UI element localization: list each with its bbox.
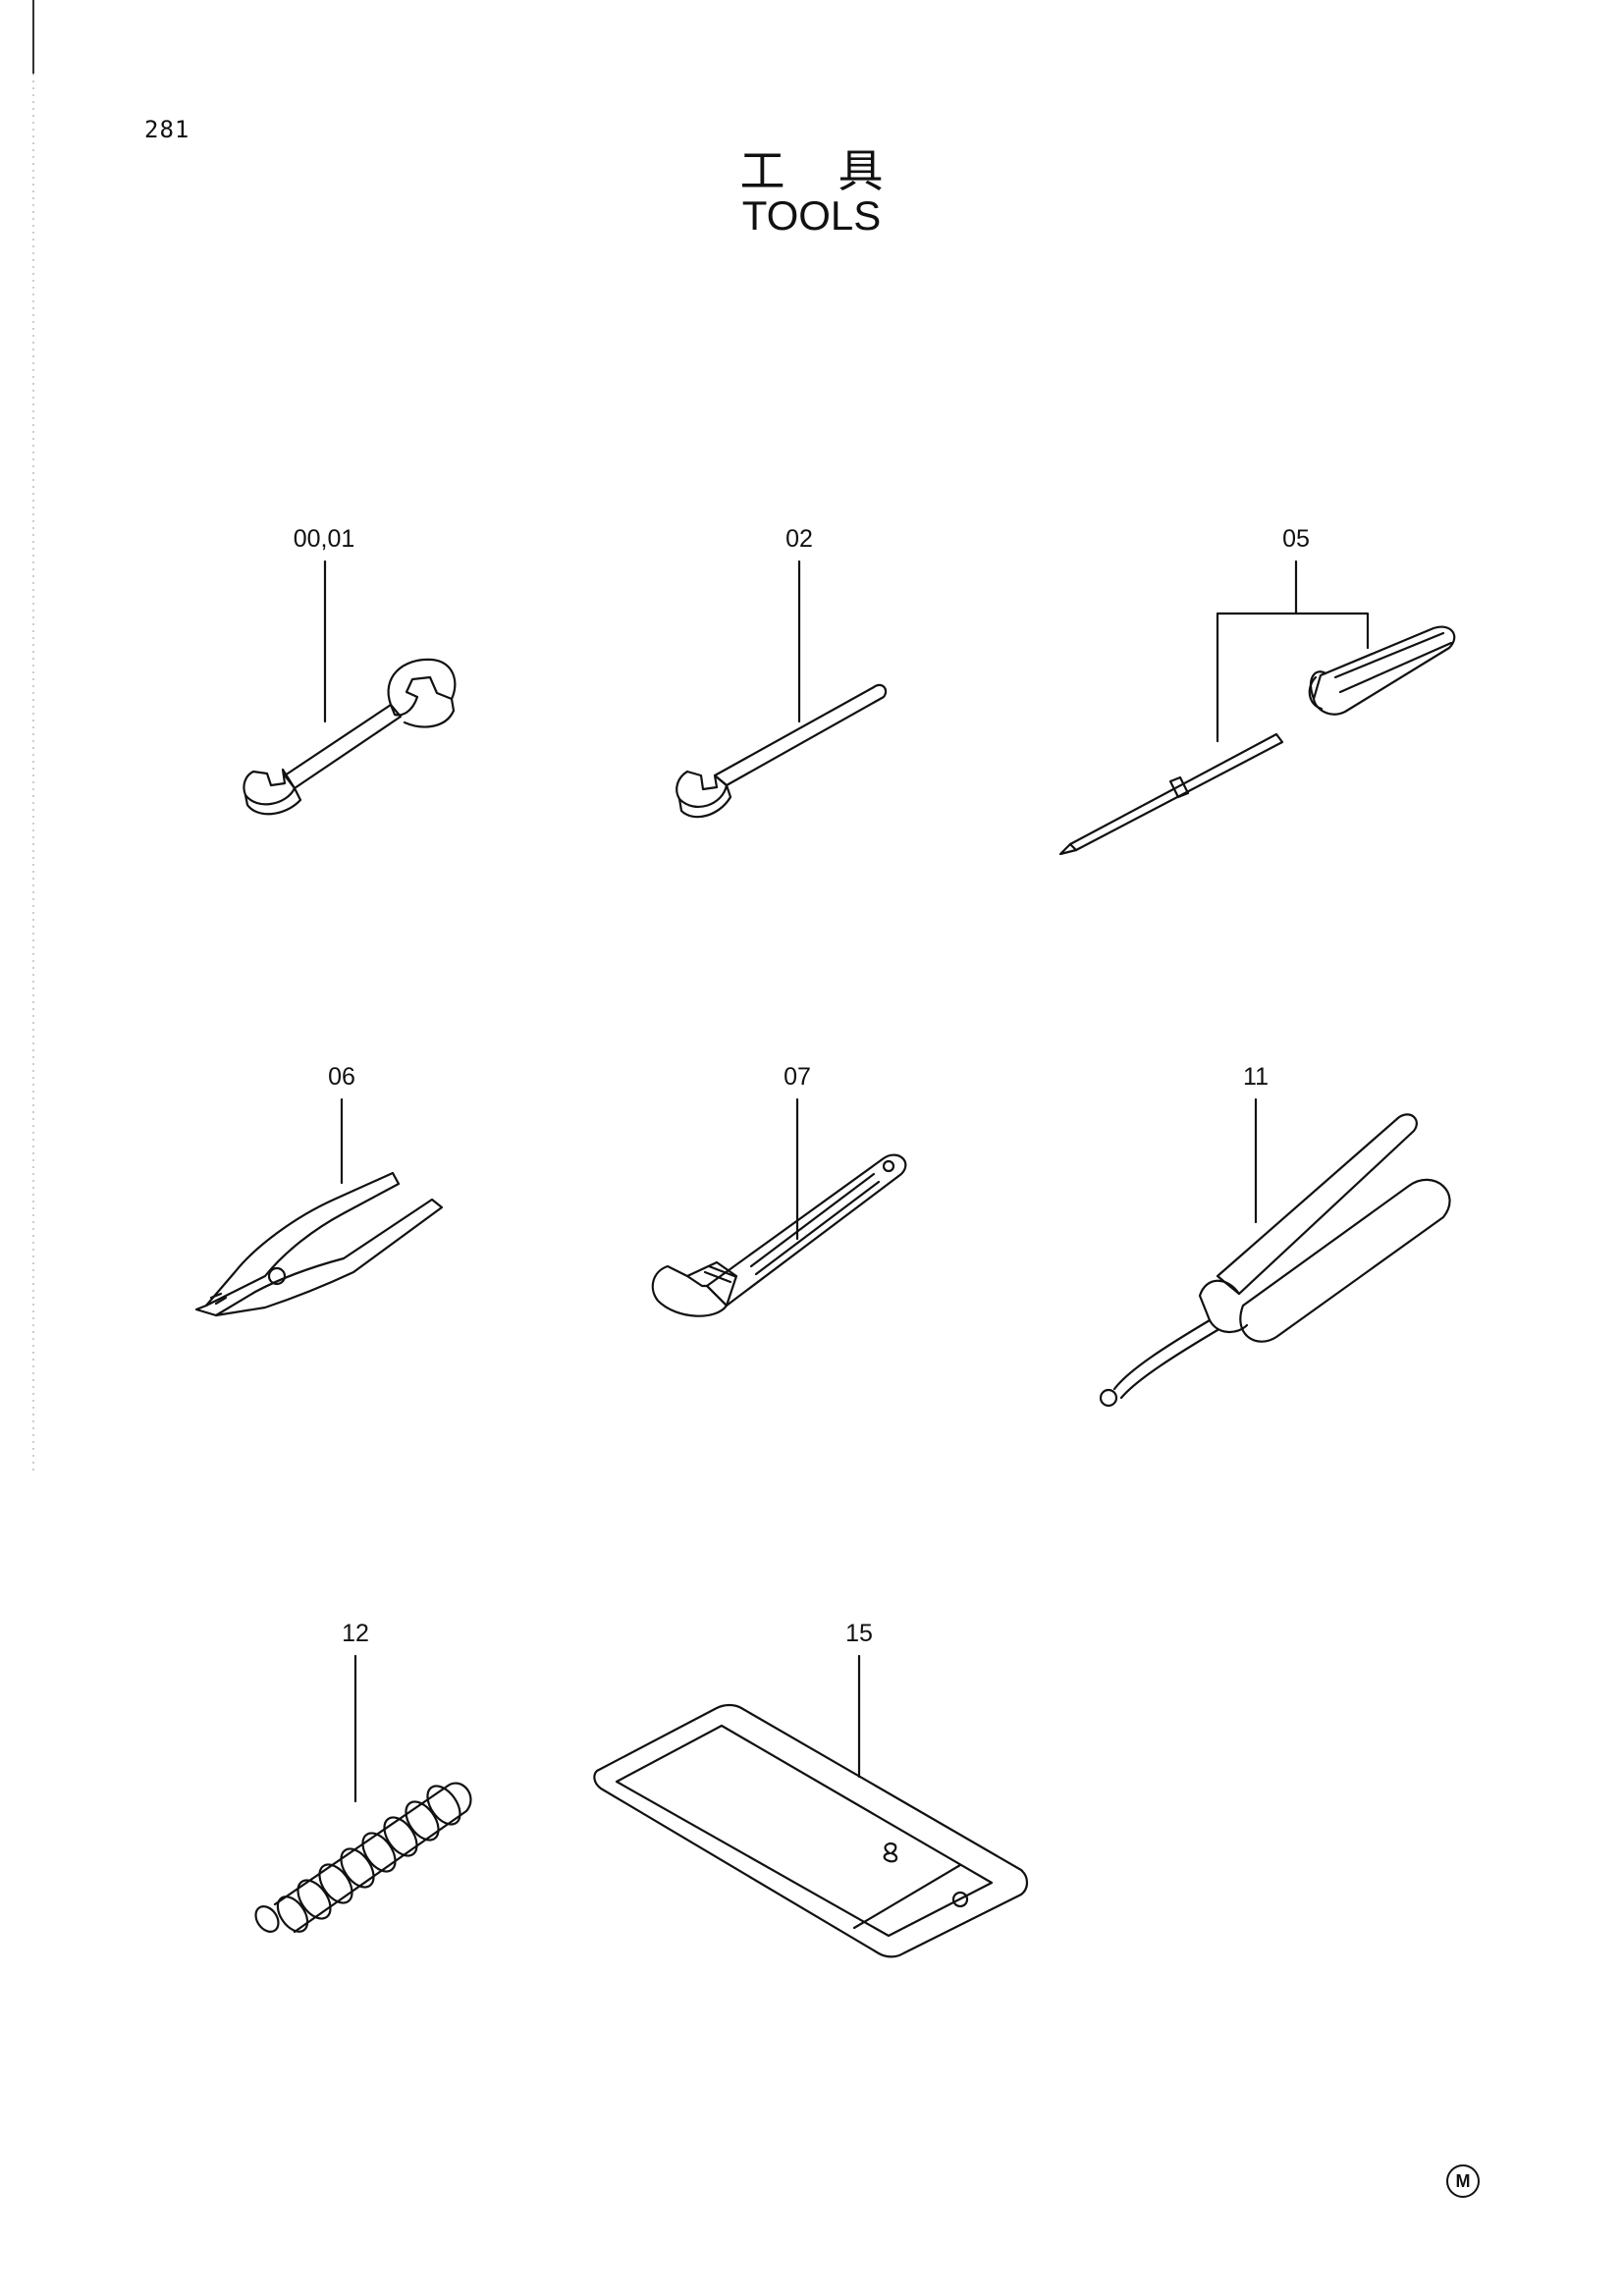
grease-nozzle-hose-icon xyxy=(254,1782,472,1934)
corner-mark: M xyxy=(1446,2164,1480,2198)
page-number: 281 xyxy=(144,116,190,143)
tool-bag-icon xyxy=(593,1703,1029,1958)
pliers-icon xyxy=(194,1171,444,1317)
callout-label-15: 15 xyxy=(845,1620,873,1647)
scan-edge xyxy=(32,0,34,1472)
screwdriver-icon xyxy=(1058,625,1456,856)
adjustable-wrench-icon xyxy=(651,1153,907,1317)
double-ended-wrench-icon xyxy=(243,658,457,816)
grease-gun-icon xyxy=(1099,1113,1451,1408)
callout-label-05: 05 xyxy=(1282,525,1310,553)
page-title-japanese: 工具 xyxy=(739,144,937,197)
callout-label-00-01: 00,01 xyxy=(293,525,355,553)
callout-label-02: 02 xyxy=(785,525,813,553)
callout-label-12: 12 xyxy=(342,1620,369,1647)
callout-label-06: 06 xyxy=(328,1063,355,1091)
single-ended-wrench-icon xyxy=(676,683,888,819)
callout-label-11: 11 xyxy=(1243,1063,1269,1091)
callout-label-07: 07 xyxy=(784,1063,811,1091)
page-title: TOOLS xyxy=(741,192,882,239)
leader-lines xyxy=(323,560,1370,1803)
